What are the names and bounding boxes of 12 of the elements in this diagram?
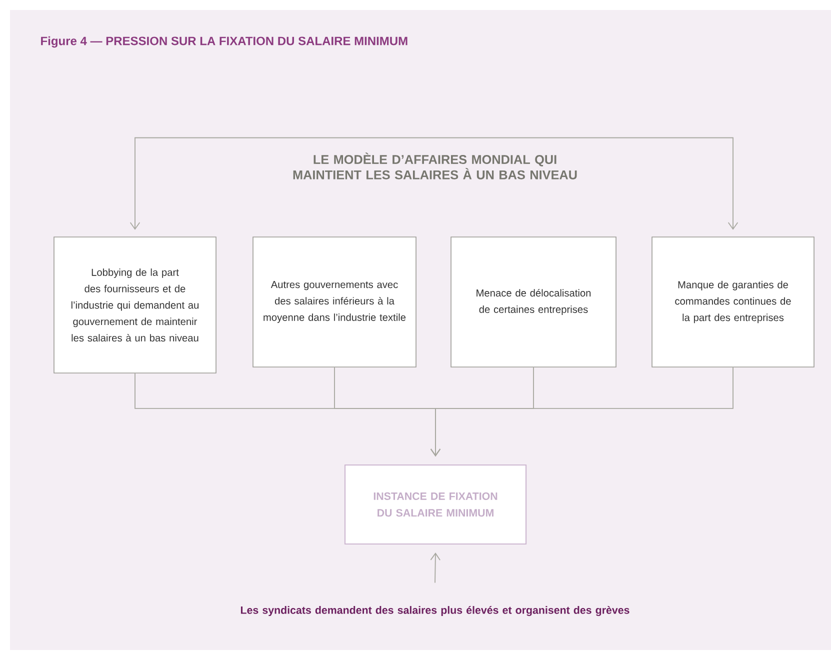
institution-box: INSTANCE DE FIXATION DU SALAIRE MINIMUM: [344, 464, 527, 545]
arrow: [130, 137, 436, 230]
note-text: Les syndicats demandent des salaires plus élevés et organisent des grèves: [240, 606, 630, 616]
arrow: [430, 552, 441, 584]
factor-box: Autres gouvernements avec des salaires inférieurs à la moyenne dans l’industrie textile: [252, 236, 416, 368]
heading-text: LE MODÈLE D’AFFAIRES MONDIAL QUI MAINTIENT LES SALAIRES À UN BAS NIVEAU: [293, 152, 577, 180]
arrow: [430, 366, 734, 456]
factor-box: Lobbying de la part des fournisseurs et de l’industrie qui demandent au gouvernement de maintenir les salaires à un bas niveau: [54, 236, 216, 374]
factor-box: Menace de délocalisation de certaines entreprises: [450, 236, 616, 368]
figure-title: Figure 4 — PRESSION SUR LA FIXATION DU SALAIRE MINIMUM: [41, 36, 408, 48]
arrow: [434, 137, 738, 230]
factor-box: Manque de garanties de commandes continues de la part des entreprises: [652, 236, 814, 368]
